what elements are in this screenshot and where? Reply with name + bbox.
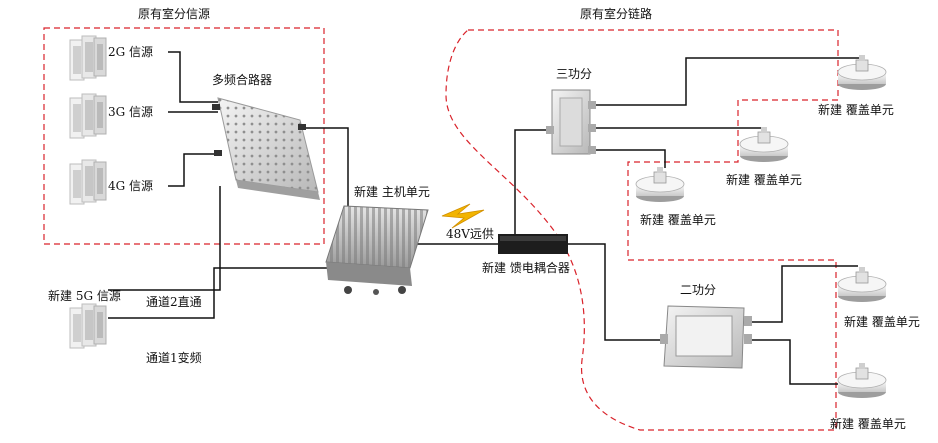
channel-convert-label: 通道1变频 bbox=[146, 350, 202, 365]
coverage-unit-4-device bbox=[837, 266, 887, 303]
feed-coupler-label: 新建 馈电耦合器 bbox=[482, 260, 570, 275]
source-4g-device bbox=[69, 159, 107, 205]
source-3g-device bbox=[69, 93, 107, 139]
coverage-unit-1-device bbox=[837, 54, 887, 91]
cable-lines bbox=[108, 51, 862, 385]
new-5g-source-label: 新建 5G 信源 bbox=[48, 288, 121, 303]
coverage-unit-4-label: 新建 覆盖单元 bbox=[844, 314, 920, 329]
source-2g-label: 2G 信源 bbox=[108, 45, 153, 59]
source-2g-device bbox=[69, 35, 107, 81]
feed-coupler-device bbox=[498, 234, 568, 254]
host-unit-label: 新建 主机单元 bbox=[354, 184, 430, 199]
power-label: 48V远供 bbox=[446, 227, 494, 241]
three-way-splitter-label: 三功分 bbox=[556, 67, 592, 81]
source-3g-label: 3G 信源 bbox=[108, 105, 153, 119]
three-way-splitter-device bbox=[546, 89, 596, 155]
channel-direct-label: 通道2直通 bbox=[146, 295, 202, 309]
coverage-unit-1-label: 新建 覆盖单元 bbox=[818, 102, 894, 117]
coverage-unit-3-device bbox=[635, 166, 685, 203]
existing-link-boundary bbox=[445, 29, 839, 431]
two-way-splitter-device bbox=[660, 305, 752, 369]
existing-source-boundary bbox=[43, 27, 325, 245]
host-unit-device bbox=[325, 205, 429, 295]
existing-link-title: 原有室分链路 bbox=[580, 6, 652, 21]
coverage-unit-2-label: 新建 覆盖单元 bbox=[726, 172, 802, 187]
coverage-unit-5-device bbox=[837, 362, 887, 399]
lightning-icon bbox=[441, 203, 485, 229]
two-way-splitter-label: 二功分 bbox=[680, 283, 716, 297]
combiner-label: 多频合路器 bbox=[212, 72, 272, 87]
coverage-unit-5-label: 新建 覆盖单元 bbox=[830, 416, 906, 431]
existing-source-title: 原有室分信源 bbox=[138, 6, 210, 21]
coverage-unit-3-label: 新建 覆盖单元 bbox=[640, 212, 716, 227]
multiband-combiner-device bbox=[212, 97, 320, 200]
source-4g-label: 4G 信源 bbox=[108, 179, 153, 193]
new-5g-source-device bbox=[69, 303, 107, 349]
coverage-unit-2-device bbox=[739, 126, 789, 163]
